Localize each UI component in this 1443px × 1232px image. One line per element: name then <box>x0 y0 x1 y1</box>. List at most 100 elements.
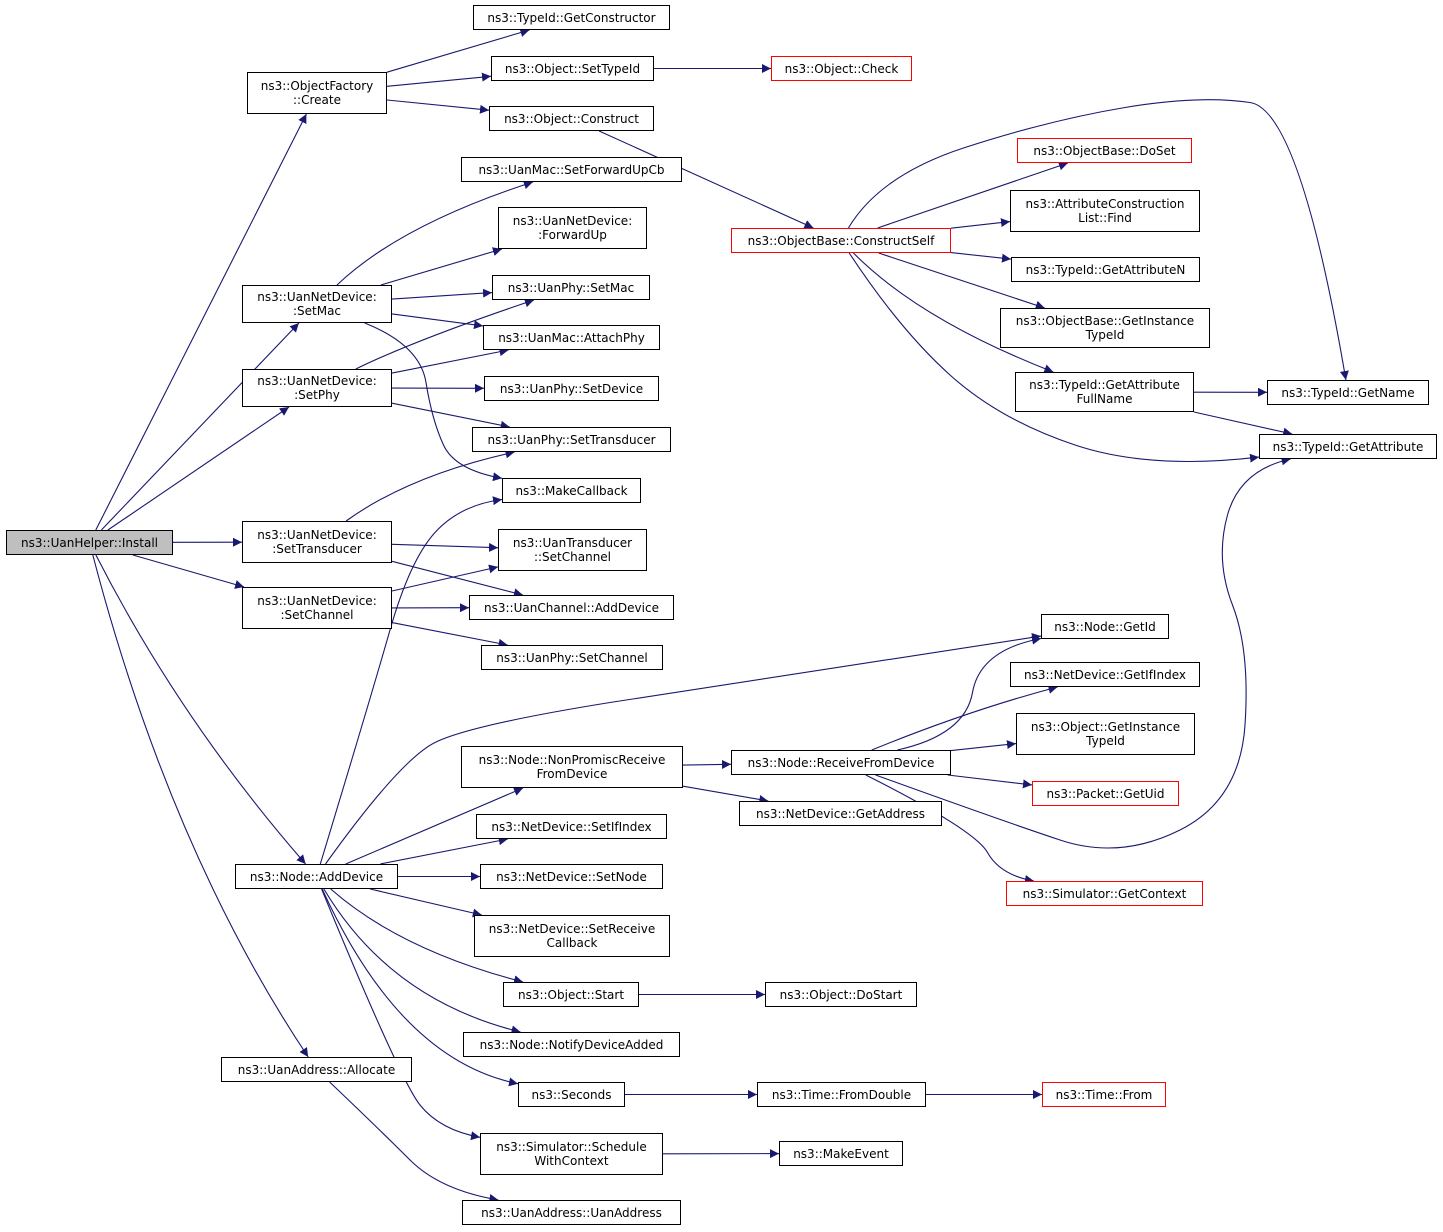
node-uanphy-settransducer[interactable]: ns3::UanPhy::SetTransducer <box>472 427 671 452</box>
edge-install-to-objectfactory-create <box>95 113 307 531</box>
edge-node-nonpromiscreceive-to-node-receivefromdevice <box>682 759 732 769</box>
edge-uannetdevice-setmac-to-uanmac-setforwardupcb <box>336 180 534 286</box>
node-typeid-getattributen[interactable]: ns3::TypeId::GetAttributeN <box>1011 257 1200 282</box>
node-time-fromdouble[interactable]: ns3::Time::FromDouble <box>757 1082 926 1107</box>
edge-uannetdevice-settransducer-to-uanchannel-adddevice <box>391 560 524 598</box>
call-edges <box>92 28 1349 1203</box>
node-node-adddevice[interactable]: ns3::Node::AddDevice <box>235 864 398 889</box>
node-node-getid[interactable]: ns3::Node::GetId <box>1041 614 1169 639</box>
edge-object-construct-to-objectbase-constructself <box>598 130 814 229</box>
node-typeid-getattribute[interactable]: ns3::TypeId::GetAttribute <box>1259 434 1437 459</box>
node-uanaddress-allocate[interactable]: ns3::UanAddress::Allocate <box>221 1057 412 1082</box>
node-objectbase-getinstancetypeid[interactable]: ns3::ObjectBase::GetInstance TypeId <box>1000 308 1210 348</box>
edge-objectfactory-create-to-getconstructor <box>386 28 530 73</box>
node-netdevice-getifindex[interactable]: ns3::NetDevice::GetIfIndex <box>1010 662 1200 687</box>
node-uanchannel-adddevice[interactable]: ns3::UanChannel::AddDevice <box>469 595 674 620</box>
edge-install-to-uannetdevice-setmac <box>101 322 300 531</box>
node-netdevice-getaddress[interactable]: ns3::NetDevice::GetAddress <box>739 801 942 826</box>
node-netdevice-setnode[interactable]: ns3::NetDevice::SetNode <box>480 864 663 889</box>
edge-uannetdevice-setmac-to-uannetdevice-forwardup <box>380 247 503 286</box>
node-simulator-getcontext[interactable]: ns3::Simulator::GetContext <box>1006 881 1203 906</box>
edge-node-adddevice-to-netdevice-setifindex <box>380 836 508 865</box>
node-objectbase-constructself[interactable]: ns3::ObjectBase::ConstructSelf <box>731 228 951 253</box>
node-object-dostart[interactable]: ns3::Object::DoStart <box>765 982 917 1007</box>
edge-node-receivefromdevice-to-netdevice-getifindex <box>871 684 1058 751</box>
node-uanphy-setdevice[interactable]: ns3::UanPhy::SetDevice <box>484 376 659 401</box>
node-typeid-getattributefullname[interactable]: ns3::TypeId::GetAttribute FullName <box>1015 372 1194 412</box>
edge-uannetdevice-settransducer-to-uanphy-settransducer <box>345 449 515 522</box>
node-object-settypeid[interactable]: ns3::Object::SetTypeId <box>491 56 654 81</box>
node-netdevice-setreceivecallback[interactable]: ns3::NetDevice::SetReceive Callback <box>474 915 670 957</box>
node-typeid-getname[interactable]: ns3::TypeId::GetName <box>1267 380 1429 405</box>
node-object-start[interactable]: ns3::Object::Start <box>503 982 639 1007</box>
edge-objectfactory-create-to-object-settypeid <box>386 72 492 87</box>
node-seconds[interactable]: ns3::Seconds <box>518 1082 625 1107</box>
node-uannetdevice-setphy[interactable]: ns3::UanNetDevice: :SetPhy <box>242 369 392 407</box>
edge-objectbase-constructself-to-typeid-getattribute <box>848 252 1260 463</box>
node-uannetdevice-setmac[interactable]: ns3::UanNetDevice: :SetMac <box>242 285 392 323</box>
edge-node-receivefromdevice-to-object-getinstancetypeid <box>950 740 1017 752</box>
edge-node-adddevice-to-node-notifydeviceadded <box>323 888 521 1035</box>
edge-node-receivefromdevice-to-node-getid <box>897 635 1042 751</box>
node-uanphy-setchannel[interactable]: ns3::UanPhy::SetChannel <box>481 645 663 670</box>
node-uannetdevice-setchannel[interactable]: ns3::UanNetDevice: :SetChannel <box>242 587 392 629</box>
node-node-nonpromiscreceive[interactable]: ns3::Node::NonPromiscReceive FromDevice <box>461 746 683 788</box>
edge-node-nonpromiscreceive-to-netdevice-getaddress <box>682 785 769 804</box>
edge-install-to-uanaddress-allocate <box>92 554 309 1058</box>
node-uanaddress-uanaddress[interactable]: ns3::UanAddress::UanAddress <box>462 1200 681 1225</box>
node-uanmac-setforwardupcb[interactable]: ns3::UanMac::SetForwardUpCb <box>461 157 682 182</box>
edge-objectbase-constructself-to-attrconstructionlist-find <box>950 218 1011 229</box>
edge-uannetdevice-setmac-to-uanmac-attachphy <box>391 313 484 330</box>
edge-objectfactory-create-to-object-construct <box>386 99 490 114</box>
edge-node-receivefromdevice-to-typeid-getattribute <box>875 456 1291 849</box>
edge-node-adddevice-to-makecallback <box>319 496 503 865</box>
node-netdevice-setifindex[interactable]: ns3::NetDevice::SetIfIndex <box>476 814 667 839</box>
node-object-getinstancetypeid[interactable]: ns3::Object::GetInstance TypeId <box>1016 713 1195 755</box>
node-simulator-schedulewithcontext[interactable]: ns3::Simulator::Schedule WithContext <box>480 1133 663 1175</box>
node-makecallback[interactable]: ns3::MakeCallback <box>502 478 641 503</box>
edge-uannetdevice-settransducer-to-uantransducer-setchannel <box>391 542 499 552</box>
edge-node-receivefromdevice-to-simulator-getcontext <box>865 774 1034 884</box>
edge-node-receivefromdevice-to-packet-getuid <box>947 774 1033 789</box>
node-object-construct[interactable]: ns3::Object::Construct <box>489 106 654 131</box>
edge-objectbase-constructself-to-typeid-getattributefullname <box>853 252 1054 373</box>
edge-install-to-node-adddevice <box>95 554 307 865</box>
edge-node-adddevice-to-netdevice-setreceivecallback <box>370 888 482 918</box>
node-node-receivefromdevice[interactable]: ns3::Node::ReceiveFromDevice <box>731 750 951 775</box>
node-uanphy-setmac[interactable]: ns3::UanPhy::SetMac <box>492 275 650 300</box>
edge-objectbase-constructself-to-objectbase-getinstancetypeid <box>878 252 1045 310</box>
node-uanmac-attachphy[interactable]: ns3::UanMac::AttachPhy <box>483 325 660 350</box>
node-getconstructor[interactable]: ns3::TypeId::GetConstructor <box>473 5 670 30</box>
node-uannetdevice-forwardup[interactable]: ns3::UanNetDevice: :ForwardUp <box>498 207 647 249</box>
edge-node-adddevice-to-simulator-schedulewithcontext <box>321 888 481 1141</box>
node-makeevent[interactable]: ns3::MakeEvent <box>779 1141 903 1166</box>
edge-install-to-uannetdevice-setchannel <box>132 554 245 589</box>
edge-node-adddevice-to-seconds <box>321 888 519 1087</box>
node-packet-getuid[interactable]: ns3::Packet::GetUid <box>1032 781 1179 806</box>
node-attrconstructionlist-find[interactable]: ns3::AttributeConstruction List::Find <box>1010 190 1200 232</box>
edge-node-adddevice-to-object-start <box>330 888 524 985</box>
edge-uanaddress-allocate-to-uanaddress-uanaddress <box>329 1081 499 1203</box>
edge-uannetdevice-setphy-to-uanphy-settransducer <box>391 402 510 430</box>
node-install: ns3::UanHelper::Install <box>6 530 173 555</box>
node-objectbase-doset[interactable]: ns3::ObjectBase::DoSet <box>1017 138 1192 163</box>
edge-objectbase-constructself-to-typeid-getname <box>847 99 1349 381</box>
edge-uannetdevice-setmac-to-uanphy-setmac <box>391 288 493 300</box>
node-time-from[interactable]: ns3::Time::From <box>1042 1082 1166 1107</box>
edge-uannetdevice-setchannel-to-uanphy-setchannel <box>391 622 508 648</box>
node-uantransducer-setchannel[interactable]: ns3::UanTransducer ::SetChannel <box>498 529 647 571</box>
node-objectfactory-create[interactable]: ns3::ObjectFactory ::Create <box>247 72 387 114</box>
edge-uannetdevice-setphy-to-uanmac-attachphy <box>391 347 509 374</box>
edge-uannetdevice-setchannel-to-uantransducer-setchannel <box>391 564 499 592</box>
edge-objectbase-constructself-to-typeid-getattributen <box>950 252 1012 263</box>
node-uannetdevice-settransducer[interactable]: ns3::UanNetDevice: :SetTransducer <box>242 521 392 563</box>
edge-node-adddevice-to-node-nonpromiscreceive <box>345 787 524 865</box>
node-node-notifydeviceadded[interactable]: ns3::Node::NotifyDeviceAdded <box>463 1032 680 1057</box>
edge-typeid-getattributefullname-to-typeid-getattribute <box>1193 411 1293 437</box>
edge-install-to-uannetdevice-setphy <box>107 406 290 531</box>
edge-objectbase-constructself-to-objectbase-doset <box>877 161 1069 229</box>
edge-uannetdevice-setphy-to-uanphy-setmac <box>355 298 535 370</box>
edge-node-adddevice-to-node-getid <box>325 632 1042 865</box>
node-object-check[interactable]: ns3::Object::Check <box>771 56 912 81</box>
